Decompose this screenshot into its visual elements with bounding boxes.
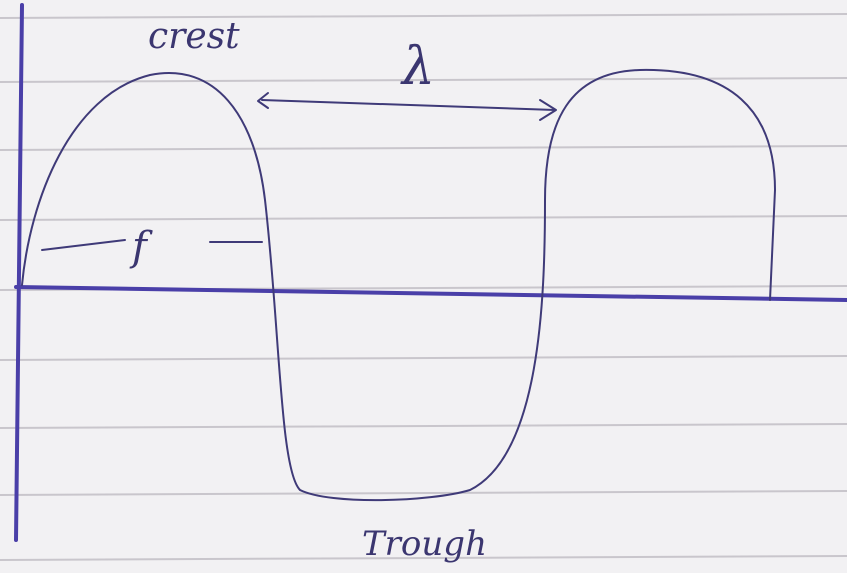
vertical-axis: [14, 3, 24, 542]
rule-line: [0, 145, 847, 151]
crest-label: crest: [148, 16, 240, 57]
rule-line: [0, 355, 847, 361]
frequency-dash-left: [41, 239, 126, 251]
horizontal-axis: [14, 285, 847, 302]
rule-line: [0, 555, 847, 561]
rule-line: [0, 423, 847, 429]
trough-label: Trough: [362, 524, 487, 564]
wave-curve: [21, 68, 776, 502]
wavelength-label: λ: [400, 37, 435, 97]
frequency-label: f: [129, 224, 153, 270]
arrow-head-left: [257, 92, 269, 109]
rule-line: [0, 490, 847, 496]
wavelength-arrow: [257, 92, 557, 121]
rule-line: [0, 13, 847, 19]
arrow-head-right: [539, 99, 557, 121]
rule-line: [0, 215, 847, 221]
